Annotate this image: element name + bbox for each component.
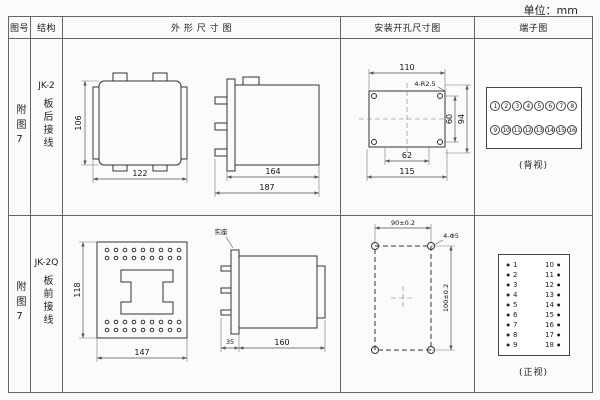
terminal-pin: 1 [507, 260, 517, 270]
hole-note-label: 4-Φ5 [443, 232, 459, 240]
header-figure-no: 图号 [9, 17, 31, 39]
header-structure: 结构 [31, 17, 63, 39]
terminal-pin: 11 [545, 270, 560, 280]
terminal-pin: 16 [545, 320, 560, 330]
terminal-pin: 4 [507, 290, 517, 300]
cutout-dimensions: 110 4-R2.5 60 94 62 [366, 63, 471, 181]
outline-drawing-jk2: 106 122 164 [74, 72, 320, 197]
dimension-label: 60 [445, 114, 454, 124]
header-terminal-diagram: 端子图 [475, 17, 592, 39]
model-label: JK-2 [38, 81, 55, 91]
figure-no-label: 附图7 [14, 281, 25, 327]
side-view-dimensions: 实座 35 160 [215, 227, 326, 352]
terminal-circle: 16 [567, 124, 577, 135]
terminal-circle: 8 [567, 101, 577, 112]
unit-label: 单位：mm [523, 4, 578, 17]
view-label: (背视) [518, 161, 549, 171]
dimension-label: 164 [265, 167, 280, 176]
figure-no-label: 附图7 [14, 104, 25, 150]
terminal-pin: 14 [545, 300, 560, 310]
terminal-pin: 18 [545, 340, 560, 350]
dimension-label: 94 [457, 114, 466, 124]
dimension-label: 122 [132, 169, 147, 178]
socket-side-view [220, 249, 326, 335]
terminal-pin: 17 [545, 330, 560, 340]
dimension-label: 90±0.2 [391, 219, 415, 227]
terminal-pin: 7 [507, 320, 517, 330]
model-label: JK-2Q [34, 258, 59, 268]
dimension-label: 62 [402, 151, 412, 160]
terminal-circle: 7 [556, 101, 566, 112]
wiring-type-label: 板后接线 [41, 98, 52, 150]
header-mounting-holes: 安装开孔尺寸图 [341, 17, 475, 39]
mounting-drawing-jk2: 110 4-R2.5 60 94 62 [359, 63, 471, 181]
terminal-circle: 13 [534, 124, 544, 135]
terminal-circle: 10 [501, 124, 511, 135]
dimension-label: 147 [134, 348, 149, 357]
terminal-circle: 5 [534, 101, 544, 112]
terminal-pin: 12 [545, 280, 560, 290]
dimension-label: 106 [74, 115, 83, 130]
mounting-drawing-jk2q: 90±0.2 4-Φ5 100±0.2 [371, 219, 459, 354]
relay-front-view [92, 72, 188, 172]
terminal-circle: 14 [545, 124, 555, 135]
relay-side-view [214, 76, 320, 172]
terminal-pin: 13 [545, 290, 560, 300]
figure-no-cell-jk2: 附图7 [9, 39, 31, 216]
outline-cell-jk2: 106 122 164 [63, 39, 341, 216]
terminal-pin: 15 [545, 310, 560, 320]
dimension-label: 118 [73, 282, 82, 297]
mounting-cell-jk2q: 90±0.2 4-Φ5 100±0.2 [341, 216, 475, 392]
terminal-pin: 3 [507, 280, 517, 290]
terminal-circle: 6 [545, 101, 555, 112]
drill-holes [371, 242, 435, 354]
terminal-circle: 2 [501, 101, 511, 112]
drill-pattern-outline [374, 245, 432, 351]
terminal-circle: 11 [512, 124, 522, 135]
socket-front-view [96, 241, 188, 339]
terminal-circle: 12 [523, 124, 533, 135]
terminal-circle: 4 [523, 101, 533, 112]
terminal-circle: 15 [556, 124, 566, 135]
front-view-dimensions: 118 147 [73, 241, 188, 362]
drill-dimensions: 90±0.2 4-Φ5 100±0.2 [374, 219, 459, 351]
terminal-pin: 9 [507, 340, 517, 350]
dimension-label: 35 [226, 338, 234, 346]
terminal-pin: 5 [507, 300, 517, 310]
header-outline-dimensions: 外 形 尺 寸 图 [63, 17, 341, 39]
dimension-label: 160 [274, 338, 289, 347]
dimension-label: 115 [399, 167, 414, 176]
dimension-label: 100±0.2 [442, 284, 450, 312]
front-view-dimensions: 106 122 [74, 80, 188, 183]
socket-note-label: 实座 [215, 227, 229, 236]
terminal-pin: 6 [507, 310, 517, 320]
structure-cell-jk2: JK-2 板后接线 [31, 39, 63, 216]
terminal-circle: 3 [512, 101, 522, 112]
mounting-cell-jk2: 110 4-R2.5 60 94 62 [341, 39, 475, 216]
terminal-circle: 9 [490, 124, 500, 135]
terminal-pin: 10 [545, 260, 560, 270]
terminal-circle: 1 [490, 101, 500, 112]
outline-drawing-jk2q: 118 147 实座 [73, 227, 326, 362]
dimension-label: 187 [259, 183, 274, 192]
spec-table: 图号 结构 外 形 尺 寸 图 安装开孔尺寸图 端子图 附图7 JK-2 板后接… [8, 16, 593, 393]
view-label: (正视) [518, 368, 549, 378]
side-view-dimensions: 164 187 [214, 159, 320, 197]
dimension-label: 110 [399, 63, 414, 72]
terminal-column-right: 101112131415161718 [545, 260, 560, 350]
figure-no-cell-jk2q: 附图7 [9, 216, 31, 392]
terminal-pin: 8 [507, 330, 517, 340]
hole-note-label: 4-R2.5 [414, 80, 435, 88]
structure-cell-jk2q: JK-2Q 板前接线 [31, 216, 63, 392]
terminal-pin: 2 [507, 270, 517, 280]
wiring-type-label: 板前接线 [41, 275, 52, 327]
outline-cell-jk2q: 118 147 实座 [63, 216, 341, 392]
